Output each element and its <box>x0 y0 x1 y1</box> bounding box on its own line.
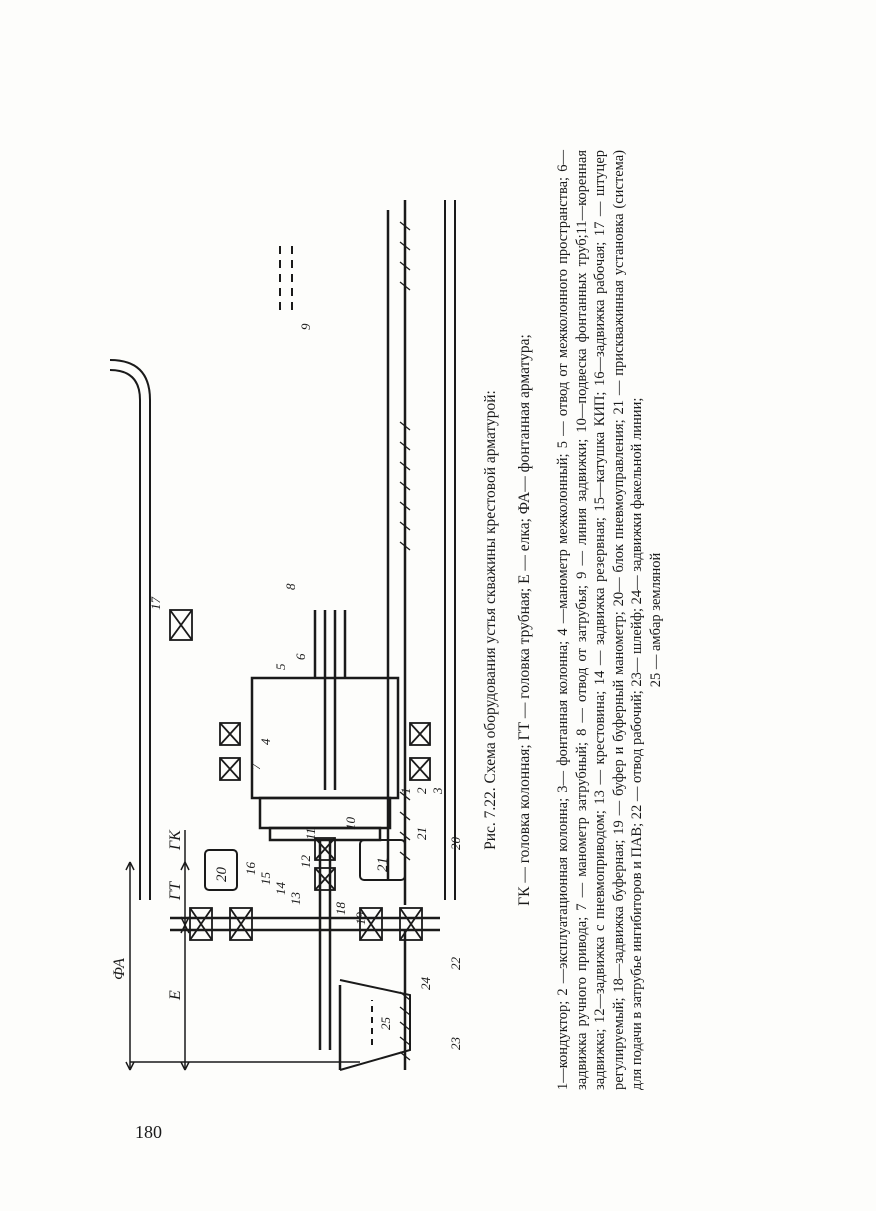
callout-5: 5 <box>273 663 288 670</box>
callout-22: 22 <box>448 957 463 971</box>
callout-15: 15 <box>258 872 273 886</box>
callout-16: 16 <box>243 862 258 876</box>
block-20-label: 20 <box>214 867 230 883</box>
callout-2: 2 <box>414 787 429 794</box>
callout-17: 17 <box>148 597 163 611</box>
callout-numbers: 1 2 3 4 5 6 7 8 9 10 11 12 13 14 15 16 1… <box>148 323 463 1050</box>
figure-abbreviations: ГК — головка колонная; ГТ — головка труб… <box>516 334 533 906</box>
callout-19: 19 <box>353 912 368 926</box>
ground-lines <box>338 200 407 1070</box>
callout-23: 23 <box>448 1037 463 1051</box>
well-column <box>250 610 400 842</box>
legend-text: 1—кондуктор; 2 —эксплуатационная колонна… <box>555 150 646 1090</box>
block-21-label: 21 <box>375 857 391 872</box>
callout-6: 6 <box>293 653 308 660</box>
dim-label-gk: ГК <box>167 829 184 851</box>
callout-11: 11 <box>303 828 318 840</box>
dim-label-gt: ГТ <box>167 881 184 901</box>
callout-1: 1 <box>398 788 413 795</box>
callout-3: 3 <box>430 787 445 795</box>
wellhead-diagram: 20 21 ФА Е ГТ ГК 1 2 3 4 5 6 7 8 9 10 11… <box>110 200 463 1071</box>
figure-legend: 1—кондуктор; 2 —эксплуатационная колонна… <box>554 150 666 1090</box>
callout-13: 13 <box>288 892 303 906</box>
earth-pit-25 <box>339 979 411 1071</box>
valves <box>169 609 431 941</box>
callout-10: 10 <box>343 817 358 831</box>
legend-last-line: 25 — амбар земляной <box>647 552 664 688</box>
callout-12: 12 <box>298 855 313 869</box>
callout-8: 8 <box>283 583 298 590</box>
block-boxes <box>204 839 406 891</box>
dim-label-e: Е <box>167 990 184 1001</box>
page-number: 180 <box>135 1122 162 1142</box>
outlet-lines <box>110 200 456 900</box>
callout-14: 14 <box>273 882 288 896</box>
callout-21: 21 <box>414 827 429 840</box>
christmas-tree <box>170 840 440 1050</box>
rotated-figure-region: 20 21 ФА Е ГТ ГК 1 2 3 4 5 6 7 8 9 10 11… <box>110 150 730 1090</box>
callout-18: 18 <box>333 902 348 916</box>
callout-24: 24 <box>418 977 433 991</box>
callout-9: 9 <box>298 323 313 330</box>
figure-title: Рис. 7.22. Схема оборудования устья сква… <box>482 390 499 850</box>
callout-7: 7 <box>248 763 263 770</box>
callout-4: 4 <box>258 738 273 745</box>
ground-hatching <box>399 221 411 1061</box>
callout-25: 25 <box>378 1017 393 1031</box>
dim-label-fa: ФА <box>111 958 128 980</box>
dimension-lines <box>125 830 360 1071</box>
callout-20: 20 <box>448 837 463 851</box>
